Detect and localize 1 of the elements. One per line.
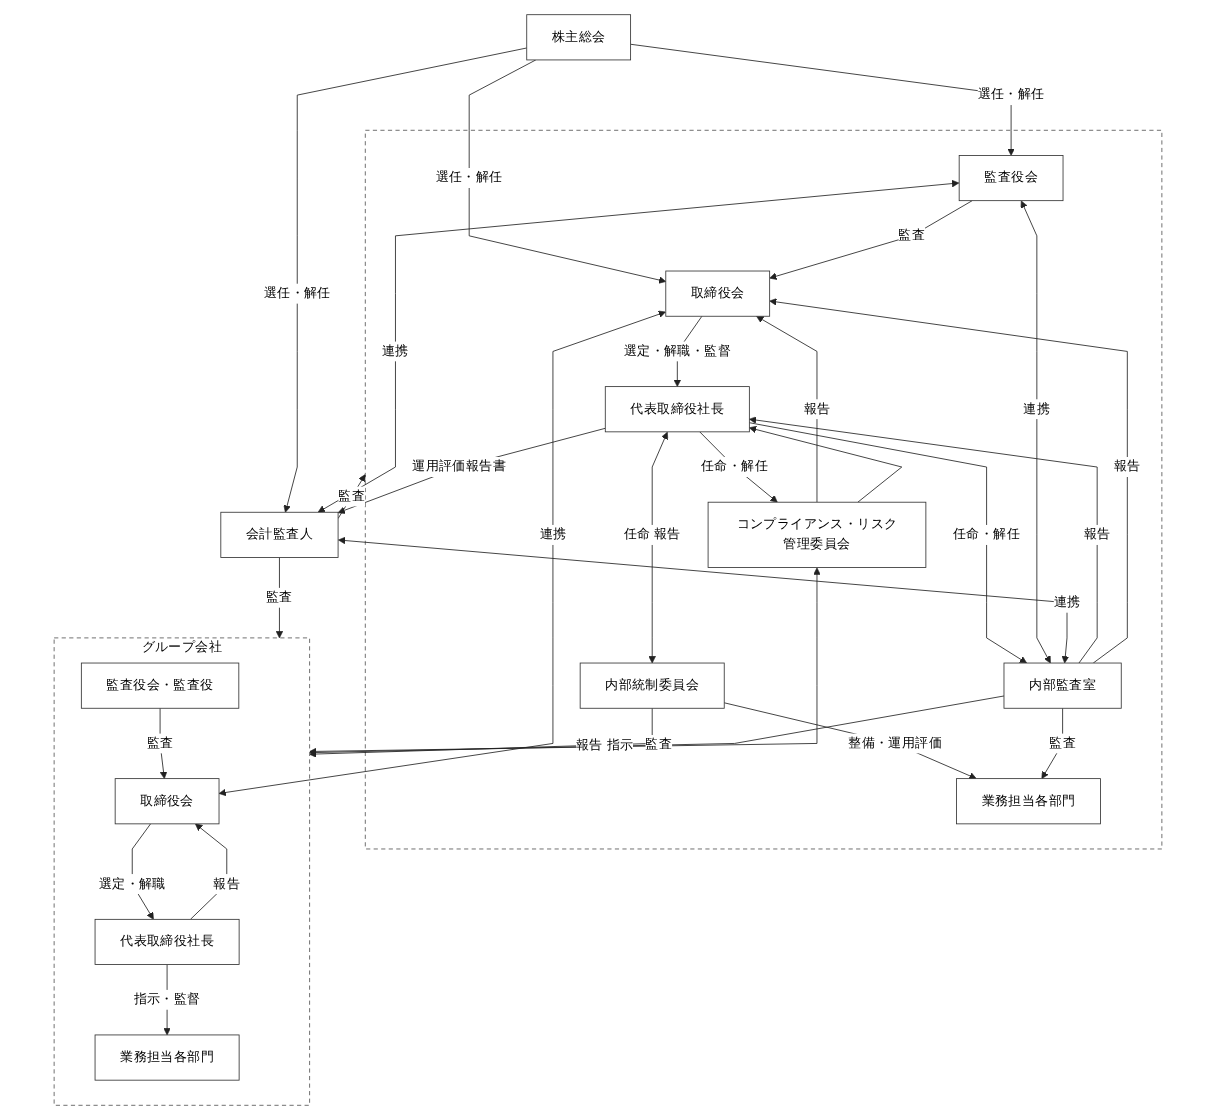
- cluster: [363, 128, 1162, 849]
